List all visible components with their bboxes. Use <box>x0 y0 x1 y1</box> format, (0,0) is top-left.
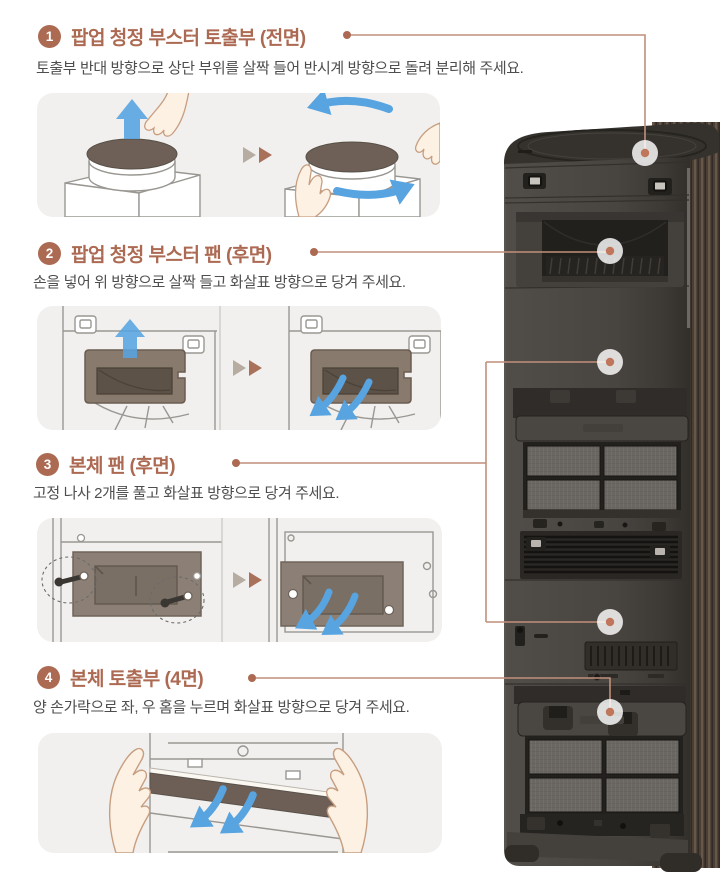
step-4-number-badge: 4 <box>37 666 60 689</box>
booster-fan-scene-left <box>62 306 218 430</box>
callout-lower-back-panel <box>597 609 623 635</box>
step-3-header: 3 본체 팬 (후면) <box>36 451 176 478</box>
step-3-number-badge: 3 <box>36 453 59 476</box>
body-fan-scene-left <box>41 518 222 642</box>
step-1-number-badge: 1 <box>38 25 61 48</box>
base <box>505 814 702 872</box>
step-4-illustration <box>38 733 442 853</box>
pull-arrow-icon <box>219 791 257 834</box>
hand-icon <box>294 164 332 217</box>
step-2-description: 손을 넣어 위 방향으로 살짝 들고 화살표 방향으로 당겨 주세요. <box>33 274 406 291</box>
step-4-description: 양 손가락으로 좌, 우 홈을 누르며 화살표 방향으로 당겨 주세요. <box>33 699 410 716</box>
step-4-title: 본체 토출부 (4면) <box>70 669 204 690</box>
step-1-description: 토출부 반대 방향으로 상단 부위를 살짝 들어 반시계 방향으로 돌려 분리해… <box>36 60 524 77</box>
product-callout-markers <box>597 140 658 725</box>
up-arrow-icon <box>115 319 145 358</box>
booster-fan-recess <box>516 212 684 287</box>
up-arrow-icon <box>116 99 148 139</box>
next-step-arrows-icon <box>243 147 272 163</box>
callout-top-cover <box>632 140 658 166</box>
booster-fan-scene-right <box>288 306 441 430</box>
step-3-title: 본체 팬 (후면) <box>69 456 176 477</box>
rotate-left-arrow-icon <box>306 93 393 116</box>
top-cover <box>504 122 720 166</box>
step-1-title: 팝업 청정 부스터 토출부 (전면) <box>71 28 306 49</box>
callout-booster-fan <box>597 238 623 264</box>
hand-icon <box>144 93 190 137</box>
screw-icon <box>149 576 205 624</box>
pull-arrow-icon <box>189 785 227 828</box>
step-3-illustration <box>37 518 442 642</box>
hand-icon <box>326 747 369 853</box>
step-2-illustration <box>37 306 441 430</box>
lower-filter <box>514 686 687 814</box>
callout-upper-back-panel <box>597 349 623 375</box>
upper-filter <box>513 388 689 518</box>
top-latches <box>523 173 672 195</box>
step-2-title: 팝업 청정 부스터 팬 (후면) <box>71 245 272 266</box>
body-fan-scene-right <box>268 518 438 642</box>
air-conditioner-rear-view <box>504 122 720 872</box>
step-1-illustration <box>37 93 440 217</box>
top-cover-disc <box>86 138 178 170</box>
hand-icon <box>414 122 440 165</box>
next-step-arrows-icon <box>233 572 262 588</box>
screw-icon <box>41 556 97 604</box>
next-step-arrows-icon <box>233 360 262 376</box>
clip-row <box>533 519 666 531</box>
hand-icon <box>108 747 151 853</box>
callout-lower-outlet-panel <box>597 699 623 725</box>
lower-panel-details <box>515 626 678 681</box>
step-2-number-badge: 2 <box>38 242 61 265</box>
step-3-description: 고정 나사 2개를 풀고 화살표 방향으로 당겨 주세요. <box>33 485 340 502</box>
step-2-header: 2 팝업 청정 부스터 팬 (후면) <box>38 240 272 267</box>
side-fins <box>652 122 720 868</box>
top-cover-disc <box>305 141 399 173</box>
step-1-header: 1 팝업 청정 부스터 토출부 (전면) <box>38 23 306 50</box>
step-4-header: 4 본체 토출부 (4면) <box>37 664 204 691</box>
rotate-right-arrow-icon <box>333 179 415 205</box>
outlet-panel-scene <box>108 733 369 853</box>
back-panel <box>504 157 690 866</box>
louver-vent <box>520 531 682 579</box>
